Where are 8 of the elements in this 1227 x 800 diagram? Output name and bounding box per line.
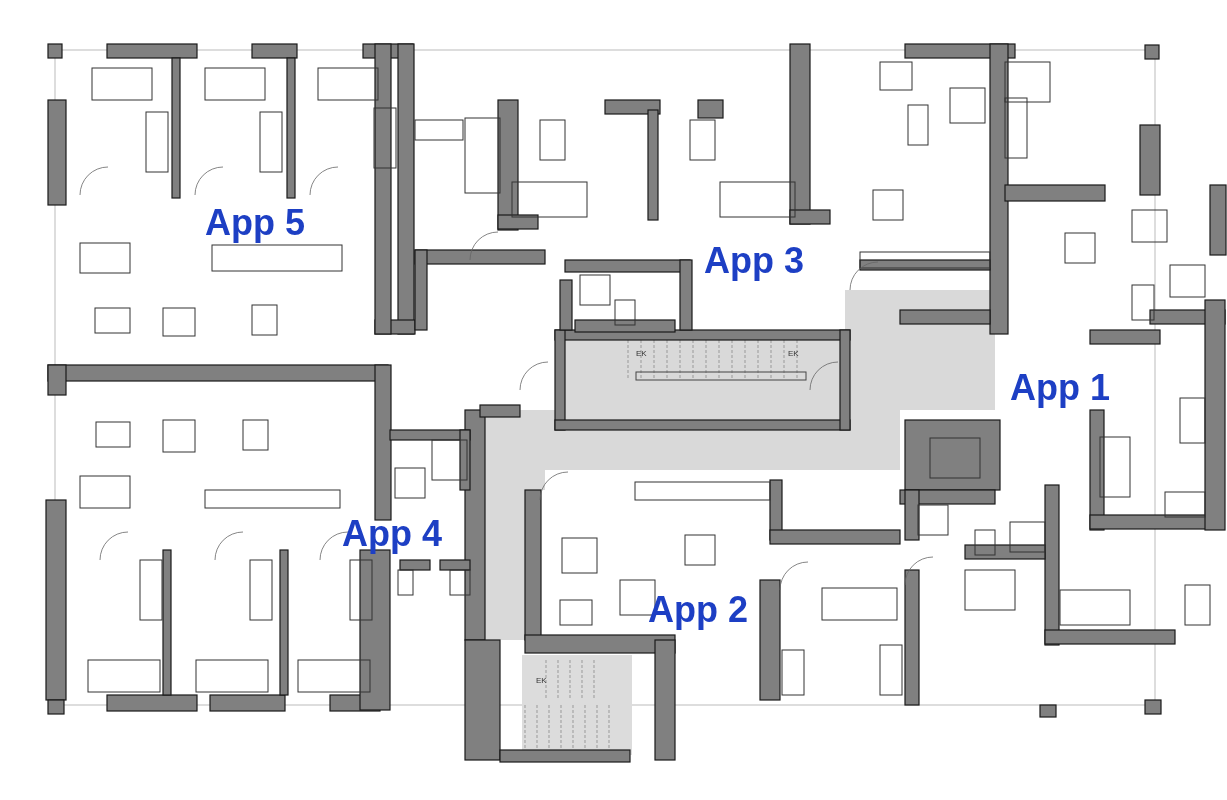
stair-label: EK [788,350,799,358]
apartment-label: App 2 [648,592,748,628]
apartment-label: App 5 [205,205,305,241]
apartment-label: App 4 [342,516,442,552]
apartment-label: App 3 [704,243,804,279]
stair-label: EK [636,350,647,358]
apartment-label: App 1 [1010,370,1110,406]
stair-label: EK [536,677,547,685]
